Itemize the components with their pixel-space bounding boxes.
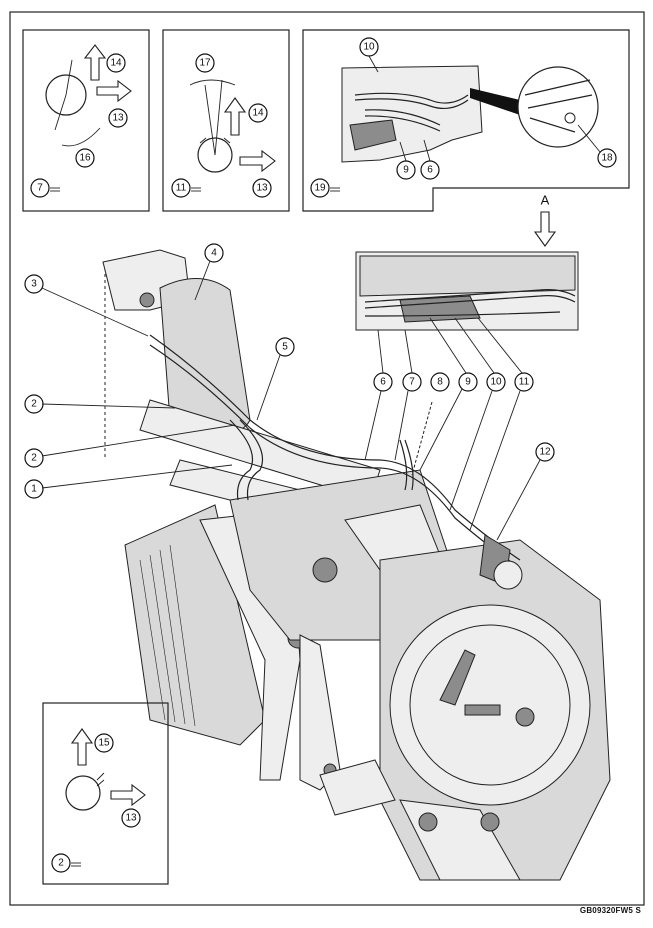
- svg-text:8: 8: [437, 377, 443, 388]
- svg-text:2: 2: [31, 453, 37, 464]
- detail-box-2: 15 13 2: [42, 702, 169, 885]
- direction-arrow-13: [110, 783, 146, 807]
- callout-3: 3: [24, 274, 44, 294]
- svg-text:13: 13: [125, 813, 137, 824]
- view-a-inset: [355, 251, 579, 331]
- svg-text:14: 14: [110, 58, 122, 69]
- svg-text:6: 6: [427, 165, 433, 176]
- callout-16: 16: [75, 148, 95, 168]
- page-border: [9, 11, 645, 906]
- callout-18: 18: [597, 148, 617, 168]
- hose-clamp-top-view: [45, 74, 87, 116]
- callout-10: 10: [486, 372, 506, 392]
- svg-text:15: 15: [98, 738, 110, 749]
- detail-label-7: 7: [30, 178, 50, 198]
- callout-6: 6: [420, 160, 440, 180]
- svg-text:19: 19: [314, 183, 326, 194]
- direction-arrow-14: [223, 97, 247, 136]
- svg-text:13: 13: [112, 113, 124, 124]
- detail-box-11: 17 14 13 11: [162, 29, 290, 212]
- detail-box-7: 14 13 16 7: [22, 29, 150, 212]
- view-a-indicator: A: [533, 193, 557, 247]
- callout-7: 7: [402, 372, 422, 392]
- callout-2b: 2: [24, 448, 44, 468]
- callout-8: 8: [430, 372, 450, 392]
- direction-arrow-13: [239, 149, 276, 173]
- hose-clamp-view: [65, 775, 101, 811]
- svg-text:3: 3: [31, 279, 37, 290]
- svg-text:7: 7: [409, 377, 415, 388]
- svg-text:14: 14: [252, 108, 264, 119]
- svg-text:9: 9: [403, 165, 409, 176]
- svg-text:11: 11: [519, 377, 530, 388]
- callout-4: 4: [204, 243, 224, 263]
- hose-clamp-angle-view: [197, 137, 233, 173]
- main-engine-assembly: [102, 249, 611, 881]
- svg-text:13: 13: [256, 183, 268, 194]
- radiator: [124, 504, 266, 746]
- svg-text:10: 10: [363, 42, 375, 53]
- detail-label-11: 11: [171, 178, 191, 198]
- direction-arrow-15: [70, 728, 94, 766]
- callout-15: 15: [94, 733, 114, 753]
- callout-17: 17: [195, 53, 215, 73]
- callout-13: 13: [108, 108, 128, 128]
- direction-arrow-13: [96, 79, 132, 103]
- svg-text:9: 9: [465, 377, 471, 388]
- direction-arrow-14: [83, 44, 107, 81]
- callout-9: 9: [396, 160, 416, 180]
- svg-text:5: 5: [282, 342, 288, 353]
- svg-text:A: A: [541, 193, 550, 208]
- svg-text:12: 12: [539, 447, 551, 458]
- callout-12: 12: [535, 442, 555, 462]
- svg-text:10: 10: [490, 377, 502, 388]
- callout-13: 13: [252, 178, 272, 198]
- svg-text:2: 2: [58, 858, 64, 869]
- callout-11: 11: [514, 372, 534, 392]
- zoom-indicator: [470, 88, 520, 115]
- detail-label-2: 2: [51, 853, 71, 873]
- detail-box-19: 10 9 6 18 19: [302, 29, 630, 212]
- callout-5: 5: [275, 337, 295, 357]
- main-callouts: 3 4 2 2 1 5 6 7: [24, 243, 555, 541]
- svg-text:4: 4: [211, 248, 217, 259]
- callout-6: 6: [373, 372, 393, 392]
- svg-text:17: 17: [199, 58, 211, 69]
- svg-text:18: 18: [601, 153, 613, 164]
- svg-text:16: 16: [79, 153, 91, 164]
- callout-9: 9: [458, 372, 478, 392]
- callout-2a: 2: [24, 394, 44, 414]
- svg-text:11: 11: [176, 183, 187, 194]
- svg-text:2: 2: [31, 399, 37, 410]
- zoom-circle: [517, 66, 599, 148]
- figure-code: GB09320FW5 S: [579, 906, 641, 915]
- svg-text:1: 1: [31, 484, 37, 495]
- callout-1: 1: [24, 479, 44, 499]
- svg-text:6: 6: [380, 377, 386, 388]
- detail-label-19: 19: [310, 178, 330, 198]
- svg-text:7: 7: [37, 183, 43, 194]
- callout-14: 14: [106, 53, 126, 73]
- callout-10: 10: [359, 37, 379, 57]
- callout-13: 13: [121, 808, 141, 828]
- callout-14: 14: [248, 103, 268, 123]
